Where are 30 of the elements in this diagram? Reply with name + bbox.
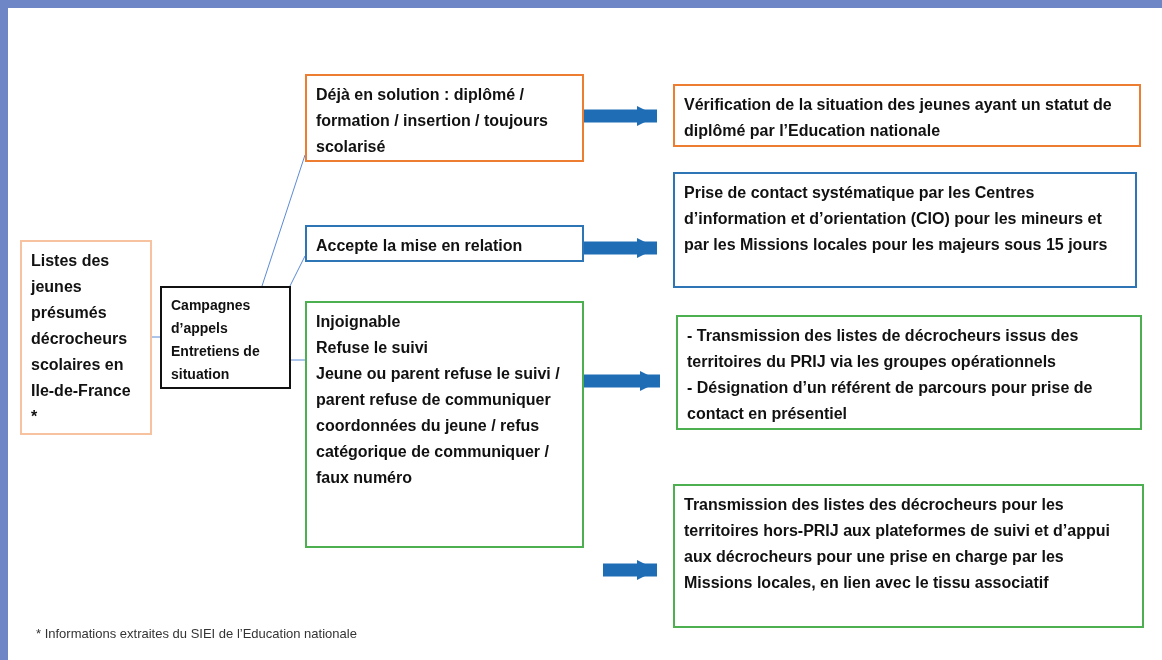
connector-line bbox=[261, 154, 306, 287]
text-box bbox=[305, 74, 584, 162]
box-text: - Désignation d’un référent de parcours pour prise de contact en présentiel bbox=[687, 378, 1094, 424]
text-box bbox=[305, 301, 584, 548]
block-arrow bbox=[584, 371, 660, 391]
text-box bbox=[673, 484, 1144, 628]
connector-line bbox=[151, 336, 161, 338]
box-text: Injoignable bbox=[316, 312, 402, 332]
block-arrow bbox=[584, 238, 657, 258]
block-arrow bbox=[603, 560, 657, 580]
box-text: Vérification de la situation des jeunes ayant un statut de diplômé par l’Education nationale bbox=[684, 95, 1113, 141]
box-text: Jeune ou parent refuse le suivi / parent refuse de communiquer coordonnées du jeune / refus catégorique de communiquer / faux numéro bbox=[316, 364, 561, 488]
text-box bbox=[160, 286, 291, 389]
text-box bbox=[673, 172, 1137, 288]
text-box bbox=[676, 315, 1142, 430]
box-text: Campagnes d’appels Entretiens de situation bbox=[171, 296, 261, 384]
box-text: Listes des jeunes présumés décrocheurs scolaires en Ile-de-France * bbox=[31, 251, 132, 427]
box-text: Accepte la mise en relation bbox=[316, 236, 524, 256]
footnote: * Informations extraites du SIEI de l’Education nationale bbox=[36, 626, 357, 641]
box-text: - Transmission des listes de décrocheurs issus des territoires du PRIJ via les groupes opérationnels bbox=[687, 326, 1080, 372]
connector-line bbox=[289, 255, 306, 287]
box-text: Refuse le suivi bbox=[316, 338, 430, 358]
box-text: Déjà en solution : diplômé / formation / insertion / toujours scolarisé bbox=[316, 85, 549, 157]
text-box bbox=[20, 240, 152, 435]
box-text: Transmission des listes des décrocheurs pour les territoires hors-PRIJ aux plateformes de suivi et d’appui aux décrocheurs pour une prise en charge par les Missions locales, en lien avec le tissu associatif bbox=[684, 495, 1111, 593]
box-text: Prise de contact systématique par les Centres d’information et d’orientation (CIO) pour les mineurs et par les Missions locales pour les majeurs sous 15 jours bbox=[684, 183, 1109, 255]
text-box bbox=[305, 225, 584, 262]
text-box bbox=[673, 84, 1141, 147]
connector-line bbox=[290, 359, 306, 361]
block-arrow bbox=[584, 106, 657, 126]
